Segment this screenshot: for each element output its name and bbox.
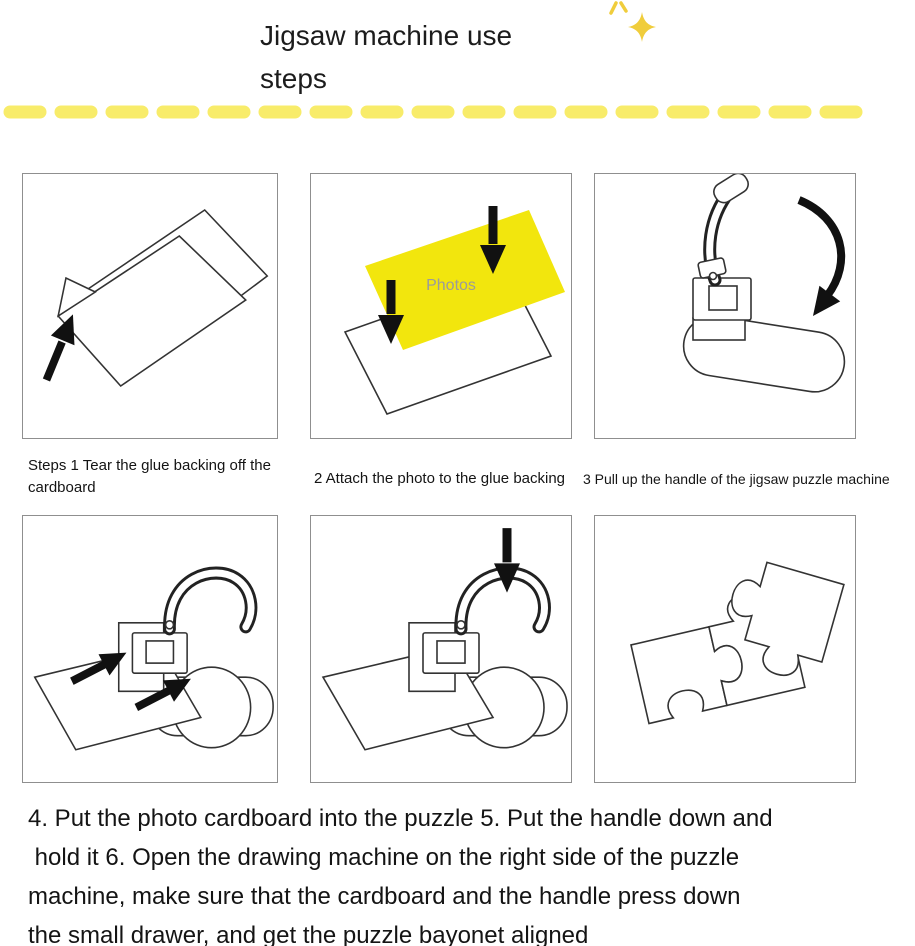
page-title: Jigsaw machine use steps	[260, 20, 513, 94]
sparkle-icon	[609, 1, 656, 42]
step1-caption: Steps 1 Tear the glue backing off the ca…	[28, 457, 271, 496]
step3-caption: 3 Pull up the handle of the jigsaw puzzl…	[583, 471, 890, 487]
sparkle-stroke	[619, 1, 628, 13]
step5-panel	[310, 515, 572, 783]
dashed-divider	[3, 105, 875, 119]
peeled-corner	[57, 276, 97, 318]
photo-sheet	[365, 210, 565, 350]
puzzle-machine	[682, 174, 846, 393]
puzzle-pieces	[630, 561, 845, 725]
step6-illustration	[630, 561, 845, 725]
puzzle-piece	[731, 561, 845, 676]
step5-illustration	[321, 528, 568, 751]
step3-illustration	[682, 174, 846, 393]
handle-grip	[713, 174, 749, 204]
press-down-arrow-icon	[494, 528, 520, 593]
step1-illustration	[42, 208, 269, 388]
puzzle-machine	[33, 566, 274, 751]
step6-panel	[594, 515, 856, 783]
insert-arrow-icon	[70, 652, 127, 685]
step3-panel	[594, 173, 856, 439]
press-arrow-icon	[378, 280, 404, 344]
step4-illustration	[33, 566, 274, 751]
peel-arrow-icon	[42, 314, 75, 382]
press-arrow-icon	[480, 206, 506, 274]
sparkle-star	[628, 12, 656, 42]
steps-4-5-6-text: 4. Put the photo cardboard into the puzz…	[28, 805, 773, 946]
sparkle-stroke	[609, 1, 618, 15]
step2-caption: 2 Attach the photo to the glue backing	[314, 470, 566, 487]
puzzle-machine	[321, 566, 568, 751]
insert-arrow-icon	[134, 678, 191, 712]
cardboard-sheets	[56, 208, 269, 388]
step2-panel: Photos	[310, 173, 572, 439]
rotate-arrow-icon	[797, 196, 846, 316]
step1-panel	[22, 173, 278, 439]
step4-panel	[22, 515, 278, 783]
photo-label: Photos	[426, 277, 476, 294]
step2-illustration: Photos	[343, 206, 565, 415]
